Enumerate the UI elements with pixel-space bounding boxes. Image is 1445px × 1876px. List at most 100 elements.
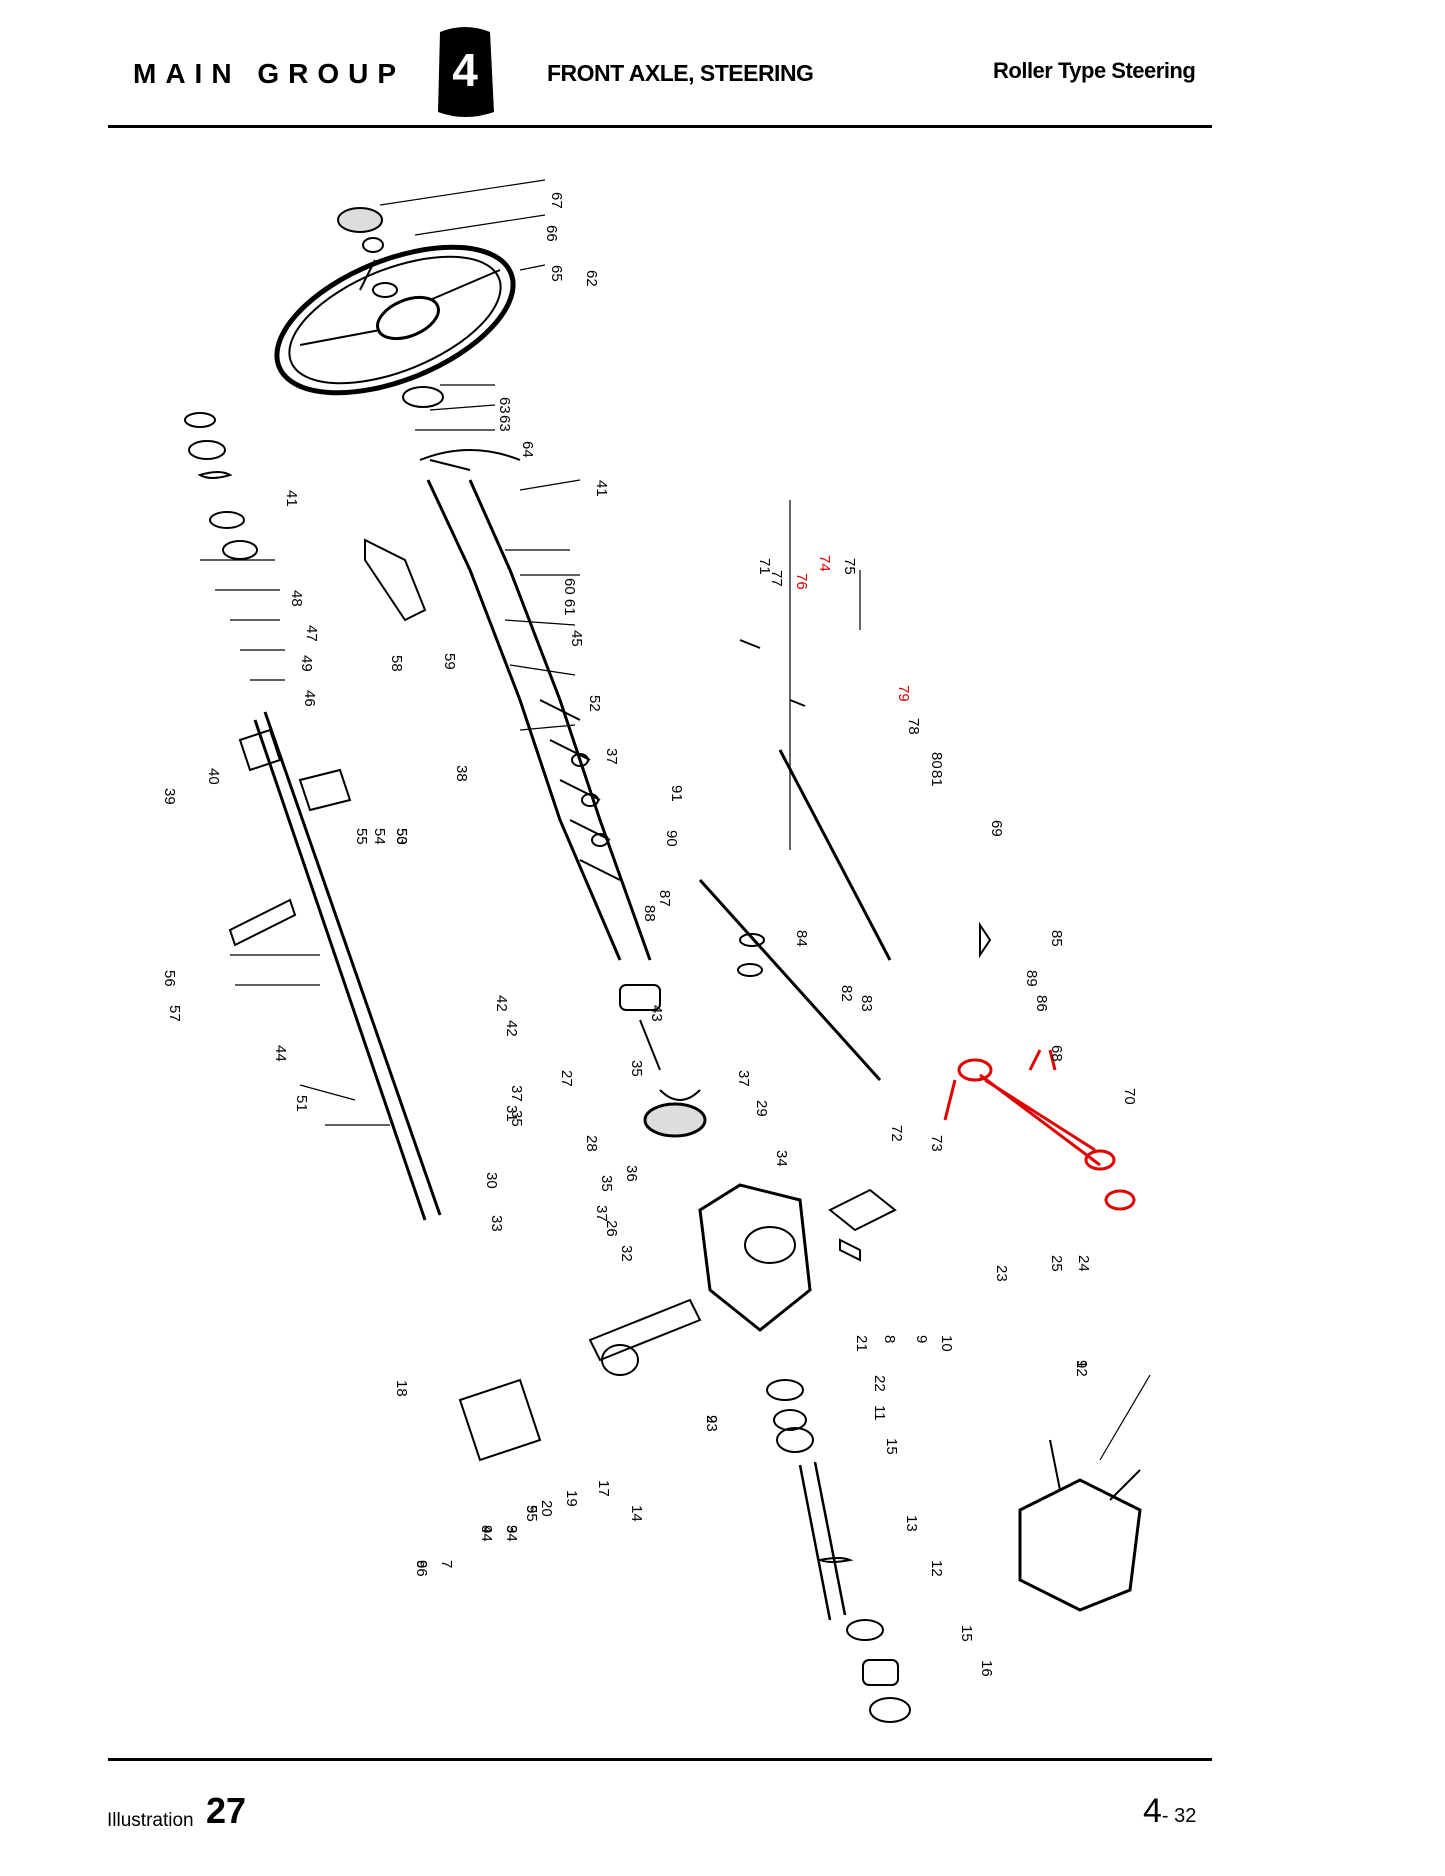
section-title: FRONT AXLE, STEERING <box>547 60 814 86</box>
part-label: 27 <box>558 1070 575 1087</box>
part-label: 24 <box>1075 1255 1092 1272</box>
part-label: 37 <box>593 1205 610 1222</box>
part-label: 84 <box>793 930 810 947</box>
part-label: 55 <box>353 828 370 845</box>
tie-rod <box>698 639 992 1082</box>
part-label: 7 <box>438 1560 455 1569</box>
part-label: 44 <box>272 1045 289 1062</box>
part-label: 41 <box>593 480 610 497</box>
part-label: 42 <box>493 995 510 1012</box>
part-label: 39 <box>161 788 178 805</box>
part-label: 32 <box>618 1245 635 1262</box>
part-label: 74 <box>816 555 833 572</box>
part-label: 26 <box>603 1220 620 1237</box>
part-label: 15 <box>958 1625 975 1642</box>
part-label: 42 <box>503 1020 520 1037</box>
part-label: 75 <box>841 558 858 575</box>
part-label: 28 <box>583 1135 600 1152</box>
page-sub: - 32 <box>1161 1805 1197 1827</box>
part-label: 68 <box>1048 1045 1065 1062</box>
part-label: 77 <box>768 570 785 587</box>
illustration-number: 27 <box>206 1790 247 1831</box>
part-label: 17 <box>595 1480 612 1497</box>
group-number: 4 <box>452 44 478 96</box>
part-label: 37 <box>603 748 620 765</box>
part-label: 38 <box>453 765 470 782</box>
header-rule <box>108 125 1212 128</box>
part-label: 13 <box>903 1515 920 1532</box>
exploded-steering-diagram <box>184 179 1151 1723</box>
steering-box <box>698 1183 897 1332</box>
part-label: 65 <box>548 265 565 282</box>
part-label: 57 <box>166 1005 183 1022</box>
part-label: 47 <box>303 625 320 642</box>
part-label: 56 <box>161 970 178 987</box>
part-label: 48 <box>288 590 305 607</box>
column-bracket <box>364 538 427 622</box>
leader-lines <box>200 179 1151 1461</box>
part-label: 85 <box>1048 930 1065 947</box>
part-label: 86 <box>1033 995 1050 1012</box>
part-label: 43 <box>648 1005 665 1022</box>
part-label: 16 <box>978 1660 995 1677</box>
part-label: 60 61 <box>561 578 578 616</box>
part-label: 36 <box>623 1165 640 1182</box>
part-label: 41 <box>283 490 300 507</box>
part-label: 35 <box>508 1110 525 1127</box>
part-label: 11 <box>871 1405 888 1421</box>
part-label: 19 <box>563 1490 580 1507</box>
part-label: 59 <box>441 653 458 670</box>
part-label: 37 <box>508 1085 525 1102</box>
part-label: 94 <box>478 1525 495 1542</box>
part-label: 54 <box>371 828 388 845</box>
part-label: 69 <box>988 820 1005 837</box>
part-label: 78 <box>905 718 922 735</box>
part-label: 20 <box>538 1500 555 1517</box>
steering-box-assembled <box>1018 1439 1142 1612</box>
part-label: 82 <box>838 985 855 1002</box>
part-label: 18 <box>393 1380 410 1397</box>
steering-column-assembly <box>402 386 707 1138</box>
part-label: 23 <box>993 1265 1010 1282</box>
steering-shaft <box>184 412 442 1221</box>
part-label: 30 <box>483 1172 500 1189</box>
part-label: 14 <box>628 1505 645 1522</box>
part-label: 66 <box>543 225 560 242</box>
side-cover <box>458 1378 542 1462</box>
part-label: 35 <box>628 1060 645 1077</box>
illustration-label: Illustration <box>107 1810 194 1831</box>
sector-shaft <box>588 1298 702 1376</box>
part-label: 83 <box>858 995 875 1012</box>
part-label: 88 <box>641 905 658 922</box>
part-label: 96 <box>413 1560 430 1577</box>
subsection-title: Roller Type Steering <box>993 58 1196 83</box>
part-label: 15 <box>883 1438 900 1455</box>
part-label: 91 <box>668 785 685 802</box>
part-label: 29 <box>753 1100 770 1117</box>
page-number: 4- 32 <box>1143 1792 1196 1831</box>
main-group-title: MAIN GROUP <box>133 58 405 89</box>
part-label: 58 <box>388 655 405 672</box>
part-label: 49 <box>298 655 315 672</box>
part-label: 45 <box>568 630 585 647</box>
part-label: 76 <box>793 573 810 590</box>
steering-wheel <box>274 207 516 396</box>
part-label: 46 <box>301 690 318 707</box>
part-label: 22 <box>871 1375 888 1392</box>
part-label: 33 <box>488 1215 505 1232</box>
worm-shaft <box>766 1379 911 1723</box>
part-label: 37 <box>735 1070 752 1087</box>
part-label: 81 <box>928 770 945 787</box>
part-label: 92 <box>1073 1360 1090 1377</box>
part-label: 40 <box>205 768 222 785</box>
part-label: 64 <box>519 441 536 458</box>
part-label: 79 <box>895 685 912 702</box>
footer-rule <box>108 1758 1212 1761</box>
part-label: 72 <box>888 1125 905 1142</box>
part-label: 51 <box>293 1095 310 1112</box>
part-label: 10 <box>938 1335 955 1352</box>
page-main: 4 <box>1143 1792 1162 1830</box>
part-label: 35 <box>598 1175 615 1192</box>
part-label: 34 <box>773 1150 790 1167</box>
part-label: 89 <box>1023 970 1040 987</box>
